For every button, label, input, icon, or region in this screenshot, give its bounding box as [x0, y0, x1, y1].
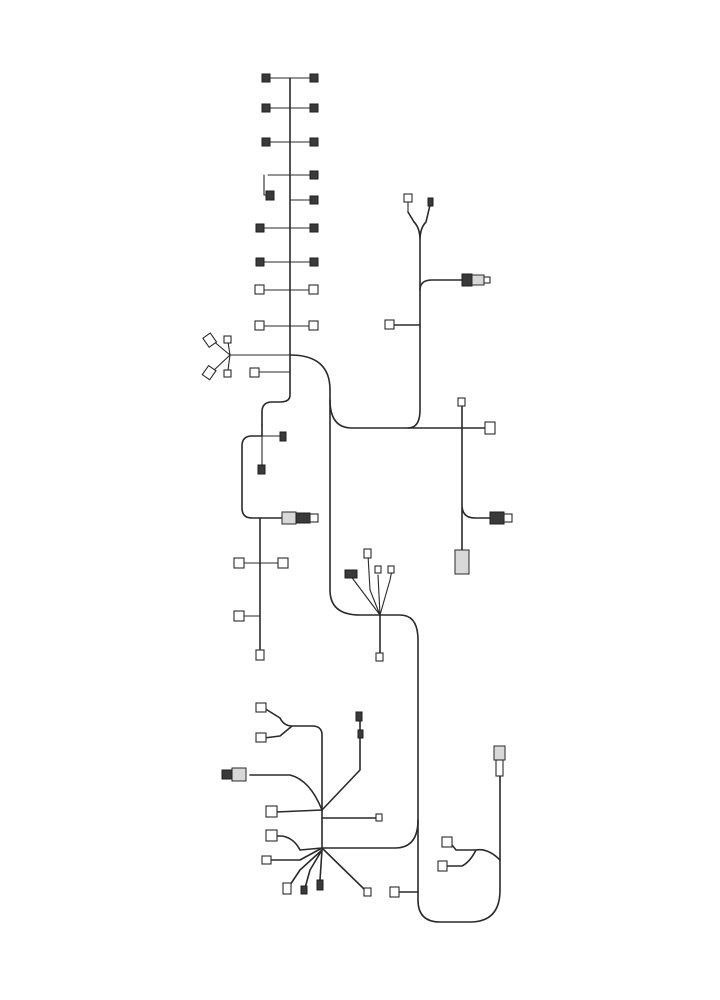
connector — [233, 610, 245, 622]
lower-right-cluster — [389, 745, 506, 898]
connector — [309, 170, 319, 180]
connector — [461, 273, 473, 287]
connector — [493, 745, 506, 761]
connector — [279, 431, 287, 442]
connector — [233, 557, 245, 569]
connector — [309, 223, 319, 233]
connector — [489, 511, 505, 525]
main-trunk — [261, 77, 501, 923]
connector — [309, 73, 319, 83]
connector — [265, 829, 278, 842]
top-connector-ladder — [261, 77, 313, 327]
connector — [202, 332, 218, 348]
connector — [471, 274, 485, 286]
connector — [355, 711, 363, 722]
connector — [223, 369, 232, 378]
connector — [316, 879, 324, 891]
connector — [387, 565, 395, 574]
left-star-cluster — [201, 332, 291, 381]
connector — [261, 137, 271, 147]
connector — [363, 548, 372, 559]
connector — [281, 511, 297, 525]
connector — [309, 103, 319, 113]
connector — [223, 335, 232, 344]
top-connectors — [254, 73, 319, 331]
connector — [255, 257, 265, 267]
connector — [308, 284, 319, 295]
connector — [454, 549, 470, 575]
connector — [231, 767, 247, 782]
connector — [254, 320, 265, 331]
mid-junction — [344, 548, 395, 662]
connector — [309, 257, 319, 267]
connector — [261, 73, 271, 83]
connector — [255, 223, 265, 233]
connector — [437, 860, 448, 872]
connector — [255, 649, 265, 661]
connector — [344, 569, 358, 579]
connector — [374, 565, 382, 574]
connector — [389, 886, 400, 898]
connector — [384, 319, 395, 330]
connector — [309, 195, 319, 205]
connector — [261, 855, 272, 865]
left-mid-branch — [233, 424, 319, 661]
connector — [309, 137, 319, 147]
lower-left-cluster — [221, 702, 383, 897]
connector — [375, 652, 384, 662]
connector — [308, 320, 319, 331]
connector — [249, 367, 260, 378]
connector — [495, 759, 504, 777]
connector — [257, 464, 266, 475]
connector — [427, 197, 434, 207]
connector — [265, 805, 278, 818]
connector — [375, 813, 383, 822]
connector — [403, 193, 413, 203]
connector — [221, 769, 233, 780]
connector — [201, 364, 217, 381]
connector — [261, 103, 271, 113]
connector — [484, 421, 496, 435]
connector — [265, 190, 275, 201]
connector — [282, 882, 292, 895]
connector — [295, 512, 311, 524]
connector — [503, 513, 513, 523]
connector — [255, 702, 267, 713]
connector — [277, 557, 289, 569]
connector — [441, 836, 453, 848]
connector — [357, 729, 364, 739]
connector — [300, 885, 308, 895]
connector — [483, 276, 491, 284]
connector — [363, 887, 372, 897]
upper-right-branch — [384, 193, 513, 575]
connector — [255, 732, 267, 743]
connector — [254, 284, 265, 295]
connector — [309, 513, 319, 523]
connector — [457, 397, 466, 407]
